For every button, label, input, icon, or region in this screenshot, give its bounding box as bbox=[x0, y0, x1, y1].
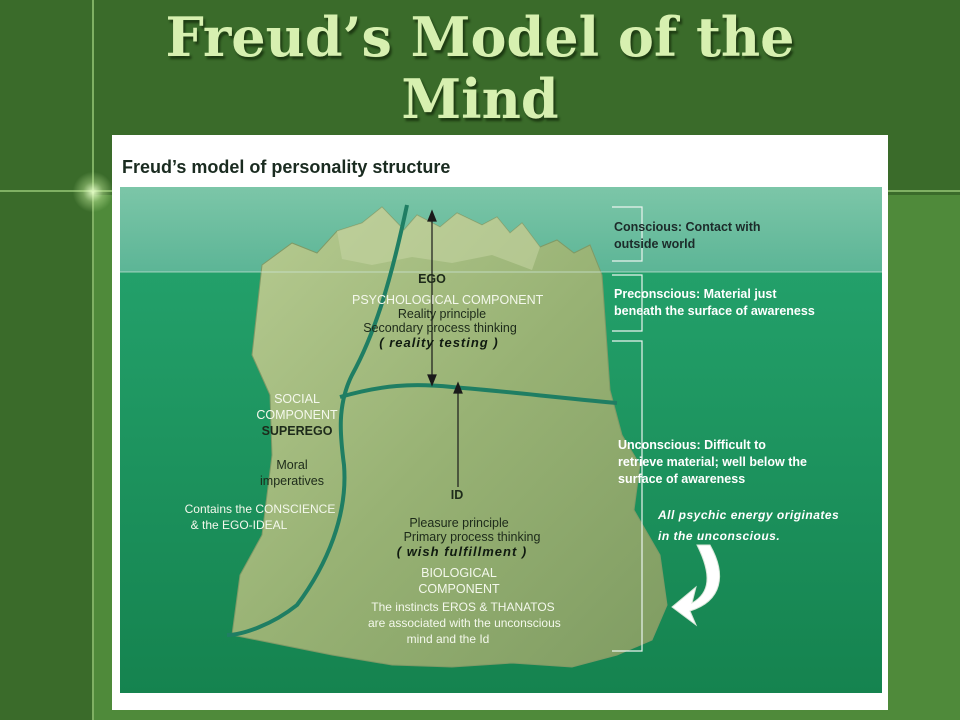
slide-title: Freud’s Model of the Mind bbox=[120, 6, 840, 130]
id-biological: BIOLOGICAL bbox=[421, 566, 497, 580]
superego-social: SOCIAL bbox=[274, 392, 320, 406]
slide-vertical-rule bbox=[92, 0, 94, 720]
conscious-label-line-1: Conscious: Contact with bbox=[614, 220, 761, 234]
iceberg-diagram bbox=[120, 187, 882, 693]
level-brackets bbox=[612, 206, 643, 652]
id-wish-fulfillment: ( wish fulfillment ) bbox=[396, 544, 528, 559]
conscious-label-line-2: outside world bbox=[614, 237, 696, 251]
id-unconscious-mind: mind and the Id bbox=[406, 632, 490, 646]
ego-component: PSYCHOLOGICAL COMPONENT bbox=[352, 293, 544, 307]
superego-divider bbox=[226, 204, 409, 637]
energy-note-line-1: All psychic energy originates bbox=[658, 508, 840, 522]
ego-reality-principle: Reality principle bbox=[397, 307, 487, 321]
sparkle-icon bbox=[72, 172, 114, 212]
ego-secondary-process: Secondary process thinking bbox=[363, 321, 517, 335]
slide-left-band bbox=[0, 0, 92, 720]
curved-arrow-icon bbox=[671, 544, 721, 627]
id-heading: ID bbox=[450, 488, 464, 502]
superego-conscience: Contains the CONSCIENCE bbox=[184, 502, 336, 516]
iceberg-figure: Freud’s model of personality structure E… bbox=[112, 135, 888, 710]
id-arrow bbox=[453, 381, 463, 487]
id-pleasure-principle: Pleasure principle bbox=[409, 516, 509, 530]
superego-moral: Moral bbox=[276, 458, 308, 472]
id-component: COMPONENT bbox=[418, 582, 500, 596]
ego-id-divider bbox=[339, 383, 618, 405]
superego-component: COMPONENT bbox=[256, 408, 338, 422]
id-associated: are associated with the unconscious bbox=[368, 616, 561, 630]
superego-heading: SUPEREGO bbox=[261, 424, 333, 438]
id-primary-process: Primary process thinking bbox=[403, 530, 541, 544]
id-instincts: The instincts EROS & THANATOS bbox=[371, 600, 555, 614]
preconscious-label-line-1: Preconscious: Material just bbox=[614, 287, 777, 301]
slide-title-line-2: Mind bbox=[401, 67, 559, 131]
ego-arrow bbox=[427, 209, 437, 387]
unconscious-label-line-2: retrieve material; well below the bbox=[618, 455, 807, 469]
iceberg-highlight bbox=[337, 207, 540, 270]
energy-note-line-2: in the unconscious. bbox=[658, 529, 781, 543]
preconscious-label-line-2: beneath the surface of awareness bbox=[614, 304, 815, 318]
figure-title: Freud’s model of personality structure bbox=[122, 157, 451, 177]
unconscious-label-line-3: surface of awareness bbox=[618, 472, 746, 486]
ego-heading: EGO bbox=[418, 272, 446, 286]
superego-imperatives: imperatives bbox=[260, 474, 324, 488]
ego-reality-testing: ( reality testing ) bbox=[379, 335, 499, 350]
superego-ego-ideal: & the EGO-IDEAL bbox=[190, 518, 288, 532]
unconscious-label-line-1: Unconscious: Difficult to bbox=[618, 438, 766, 452]
slide-title-line-1: Freud’s Model of the bbox=[165, 5, 795, 69]
